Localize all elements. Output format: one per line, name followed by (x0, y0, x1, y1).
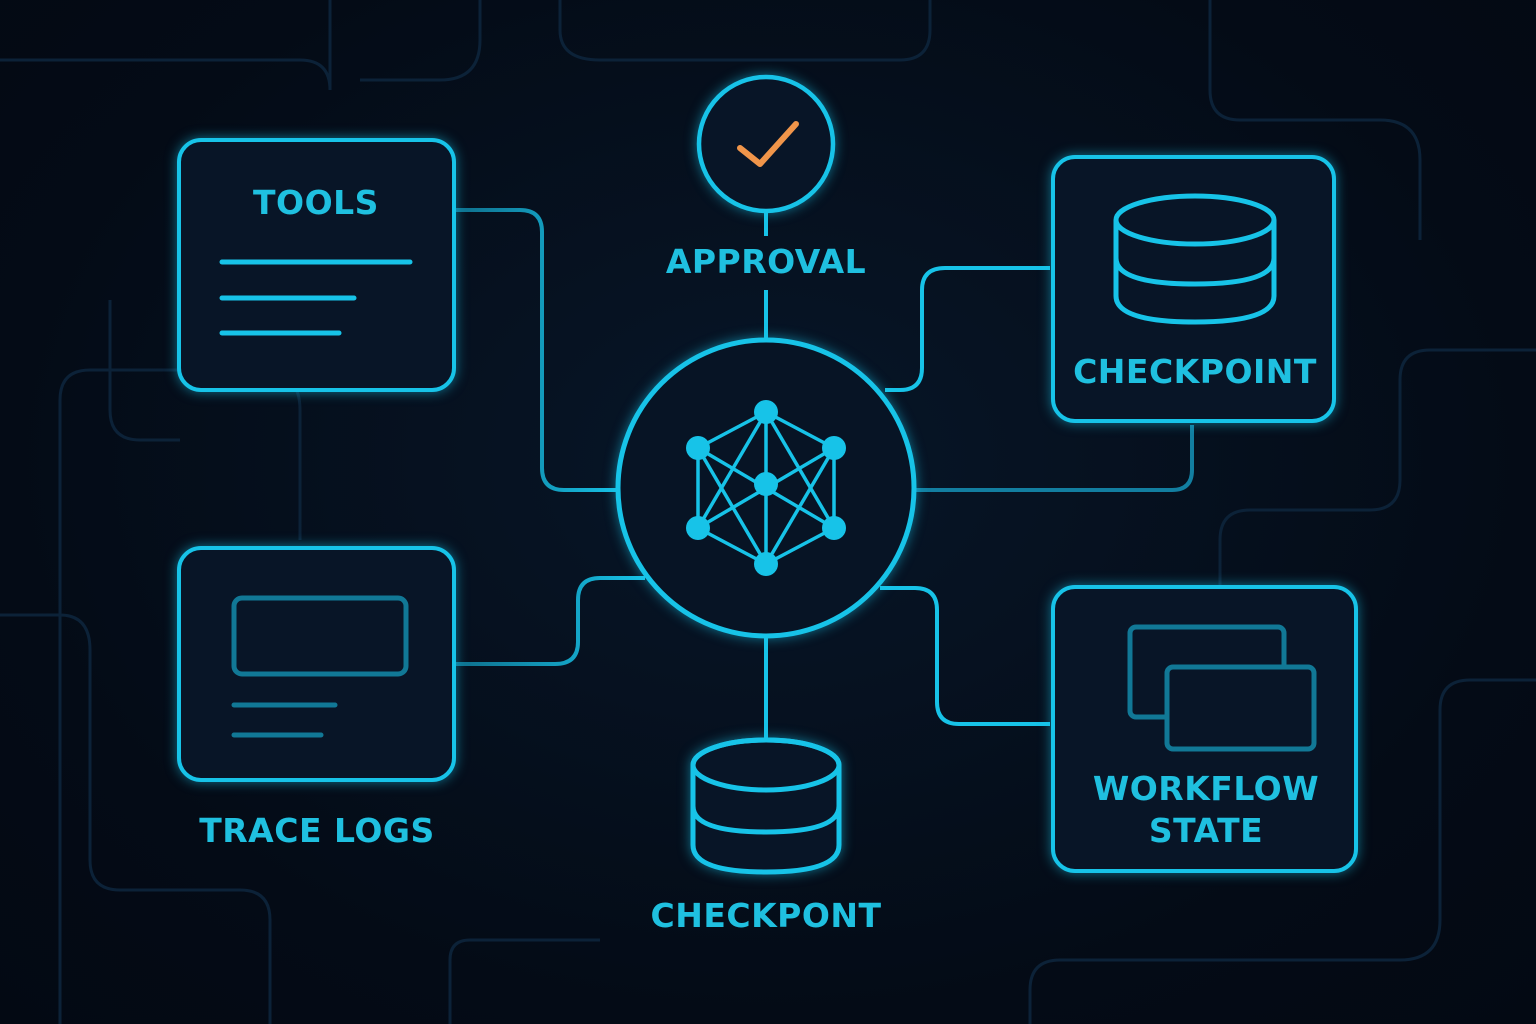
checkmark-icon (737, 121, 799, 167)
connector-hub-workflow (880, 586, 1050, 726)
connector-tracelogs-hub (456, 576, 645, 666)
workflow-state-node (1051, 585, 1358, 873)
checkpoint-top-node (1051, 155, 1336, 423)
database-icon (690, 737, 842, 875)
list-icon (219, 259, 413, 336)
checkpoint-bottom-label: CHECKPONT (650, 896, 882, 935)
workflow-state-label-line1: WORKFLOW (1092, 769, 1320, 808)
trace-logs-node (177, 546, 456, 782)
database-icon (1113, 193, 1277, 325)
checkpoint-bottom-node (690, 737, 842, 875)
checkpoint-top-label: CHECKPOINT (1073, 352, 1317, 391)
connectors (456, 208, 1194, 738)
connector-checkpoint-top-hub (885, 266, 1050, 392)
log-panel-icon (231, 595, 409, 738)
connector-tools-hub (456, 208, 622, 492)
trace-logs-label: TRACE LOGS (199, 811, 435, 850)
connector-checkpoint-top-bottom (916, 425, 1194, 492)
neural-network-icon (686, 400, 846, 576)
approval-label: APPROVAL (665, 242, 867, 281)
tools-label: TOOLS (253, 183, 379, 222)
tools-node (177, 138, 456, 392)
approval-node (696, 74, 836, 214)
hub-node (615, 337, 917, 639)
workflow-state-label-line2: STATE (1148, 811, 1264, 850)
stacked-windows-icon (1127, 624, 1317, 752)
